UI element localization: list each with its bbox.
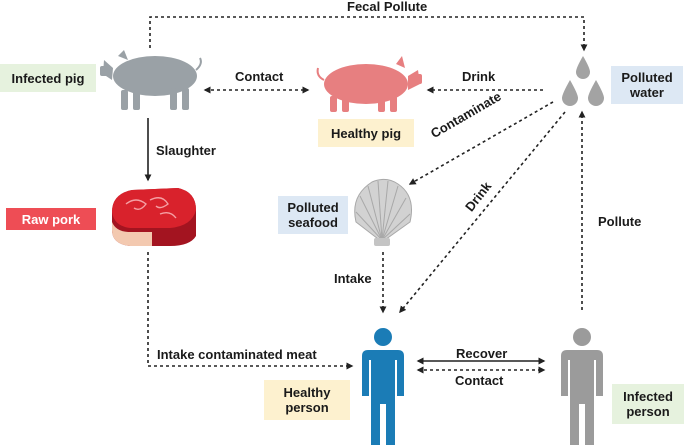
drink-pig-label: Drink — [462, 69, 496, 84]
infected-person-icon — [561, 328, 603, 445]
fecal-pollute-label: Fecal Pollute — [347, 0, 428, 14]
polluted-water-label: Polluted water — [611, 66, 683, 104]
infected-pig-icon — [100, 50, 202, 110]
intake-label: Intake — [334, 271, 372, 286]
healthy-person-line2: person — [285, 400, 329, 415]
polluted-water-line1: Polluted — [621, 70, 673, 85]
infected-person-line2: person — [626, 404, 670, 419]
healthy-pig-icon — [316, 56, 422, 112]
water-drops-icon — [562, 56, 604, 106]
healthy-pig-label: Healthy pig — [318, 119, 414, 147]
polluted-seafood-line2: seafood — [288, 215, 338, 230]
infected-pig-label: Infected pig — [0, 64, 96, 92]
intake-meat-label: Intake contaminated meat — [157, 347, 317, 362]
polluted-seafood-label: Polluted seafood — [278, 196, 348, 234]
raw-pork-icon — [112, 188, 196, 246]
scallop-shell-icon — [354, 178, 412, 246]
healthy-person-line1: Healthy — [283, 385, 331, 400]
infected-person-label: Infected person — [612, 384, 684, 424]
pig-contact-label: Contact — [235, 69, 284, 84]
drink-person-arrow — [399, 111, 566, 314]
raw-pork-label: Raw pork — [6, 208, 96, 230]
healthy-person-label: Healthy person — [264, 380, 350, 420]
people-contact-label: Contact — [455, 373, 504, 388]
slaughter-label: Slaughter — [156, 143, 216, 158]
intake-meat-arrow — [147, 252, 354, 370]
healthy-person-icon — [362, 328, 404, 445]
polluted-water-line2: water — [630, 85, 664, 100]
fecal-pollute-arrow — [149, 16, 588, 52]
infected-person-line1: Infected — [623, 389, 673, 404]
pollute-label: Pollute — [598, 214, 642, 229]
polluted-seafood-line1: Polluted — [287, 200, 339, 215]
recover-label: Recover — [456, 346, 508, 361]
